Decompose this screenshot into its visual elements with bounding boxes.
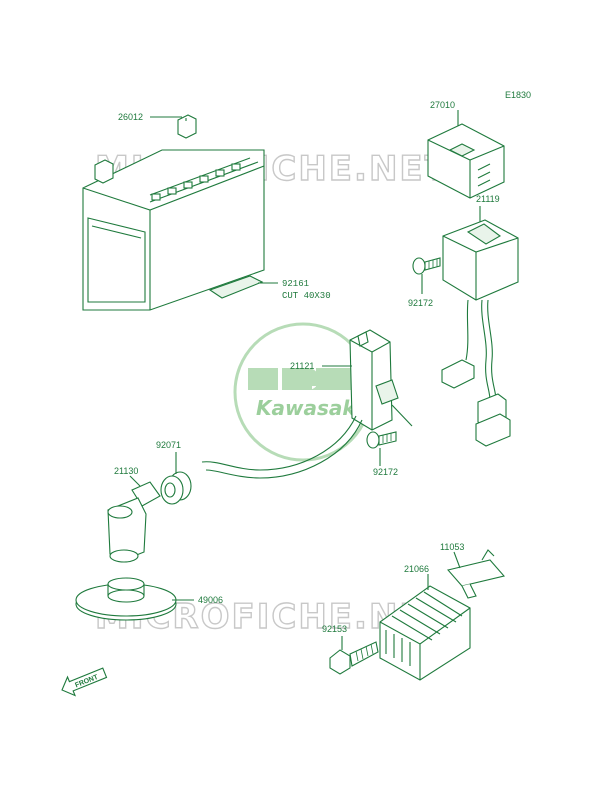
label-92172-upper: 92172 (408, 298, 433, 308)
label-49006: 49006 (198, 595, 223, 605)
regulator (379, 585, 471, 681)
leader-coil-screw (391, 404, 413, 427)
label-11053: 11053 (440, 542, 464, 552)
relay (427, 123, 505, 199)
diagram-code: E1830 (505, 90, 531, 100)
cap-49006 (75, 577, 177, 621)
label-21066: 21066 (404, 564, 429, 574)
bolt (329, 641, 379, 675)
label-26012: 26012 (118, 112, 143, 122)
screw-lower (366, 431, 397, 449)
label-cut-note: CUT 40X30 (282, 291, 331, 301)
ignition-coil (201, 329, 399, 479)
label-92153: 92153 (322, 624, 347, 634)
battery (82, 114, 265, 311)
plug-cap (107, 481, 161, 563)
logo-text: Kawasaki (256, 396, 364, 420)
cell-caps (151, 163, 241, 201)
label-21130: 21130 (114, 466, 138, 476)
label-92161: 92161 (282, 279, 309, 289)
bracket (446, 549, 506, 599)
front-arrow: FRONT (61, 667, 108, 697)
screw-upper (412, 257, 441, 275)
leader-21130 (129, 475, 141, 487)
kawasaki-logo: Kawasaki (233, 322, 373, 462)
cdi-unit (441, 219, 519, 447)
label-21121: 21121 (290, 361, 314, 371)
leader-11053 (453, 551, 461, 569)
label-21119: 21119 (476, 194, 500, 204)
grommet (160, 471, 192, 505)
label-92071: 92071 (156, 440, 181, 450)
label-92172-lower: 92172 (373, 467, 398, 477)
label-27010: 27010 (430, 100, 455, 110)
